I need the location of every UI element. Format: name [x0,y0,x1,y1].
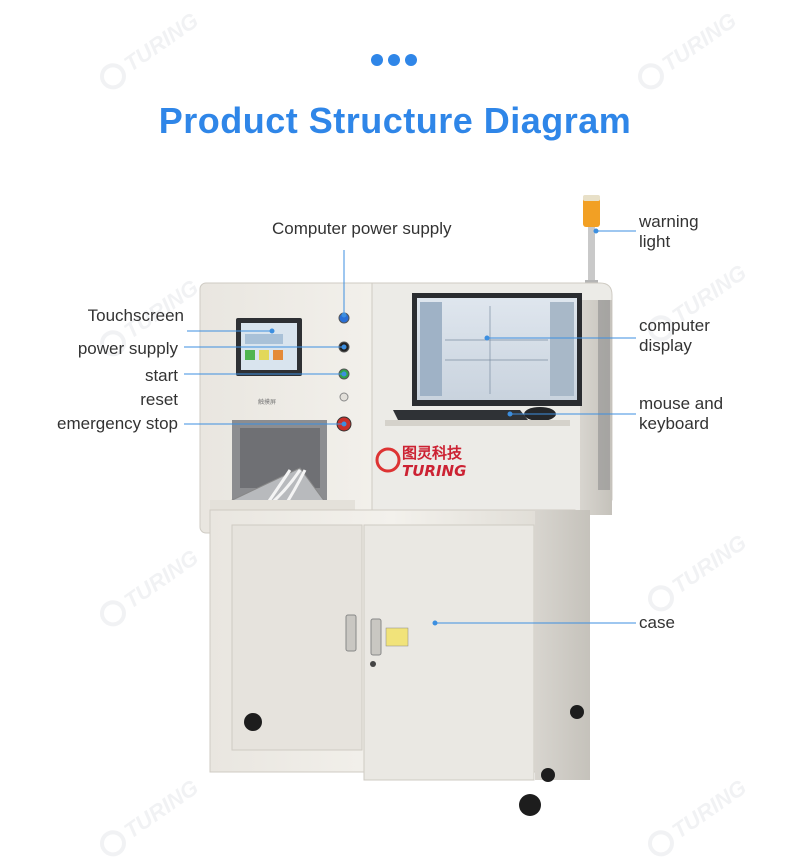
label-computer-display-line1: computer [639,316,710,335]
warning-light-amber [583,195,600,227]
label-computer-display-line2: display [639,336,692,355]
warning-sticker [385,627,409,647]
reset-button [339,392,349,402]
decorative-dots [371,54,417,66]
dot [388,54,400,66]
right-door [363,524,535,781]
label-touchscreen: Touchscreen [87,306,184,325]
warning-light-pole [588,225,595,285]
label-mouse-keyboard-line2: keyboard [639,414,709,433]
label-computer-power-supply: Computer power supply [272,219,452,238]
caster [244,713,262,731]
label-warning-light-line1: warning [639,212,699,231]
brand-logo-icon [375,447,401,473]
left-door [231,524,363,751]
touchscreen-caption: 触摸屏 [258,398,276,406]
label-emergency-stop: emergency stop [57,414,178,433]
label-start: start [144,366,178,385]
brand-cn: 图灵科技 [402,444,463,462]
lock [370,661,376,667]
brand-en: TURING [402,462,466,480]
caster [570,705,584,719]
page-title: Product Structure Diagram [158,100,632,141]
right-handle [370,618,382,656]
dot [405,54,417,66]
caster [519,794,541,816]
left-handle [345,614,357,652]
label-warning-light-line2: light [639,232,671,251]
dot [371,54,383,66]
label-mouse-keyboard-line1: mouse and [639,394,724,413]
caster [541,768,555,782]
label-case: case [639,613,675,632]
label-reset: reset [140,390,178,409]
keyboard [393,410,528,420]
label-power-supply: power supply [77,339,178,358]
cabinet-side [535,510,590,780]
